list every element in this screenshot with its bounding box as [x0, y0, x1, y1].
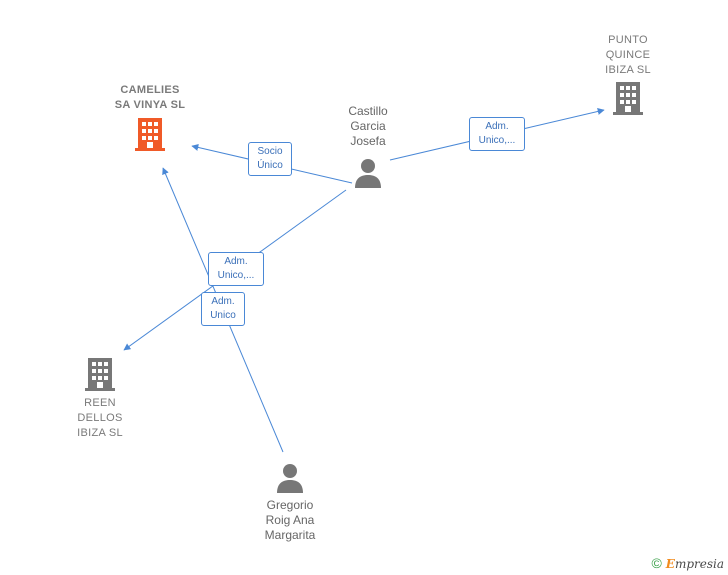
person-node-gregorio[interactable]: Gregorio Roig Ana Margarita: [245, 462, 335, 543]
brand-logo: Empresia: [666, 557, 724, 571]
building-icon: [613, 82, 643, 115]
brand-logo-rest: mpresia: [674, 557, 724, 571]
company-label-reen-dellos: REEN DELLOS IBIZA SL: [77, 397, 123, 439]
edge-label-adm-unico-reen[interactable]: Adm. Unico,...: [208, 252, 264, 286]
person-label-gregorio: Gregorio Roig Ana Margarita: [264, 498, 316, 542]
copyright-symbol: ©: [651, 555, 662, 571]
company-node-punto-quince[interactable]: PUNTO QUINCE IBIZA SL: [588, 33, 668, 116]
edge-label-adm-unico-camelies[interactable]: Adm. Unico: [201, 292, 245, 326]
person-icon: [277, 464, 303, 493]
edge-label-adm-unico-punto[interactable]: Adm. Unico,...: [469, 117, 525, 151]
person-label-castillo: Castillo Garcia Josefa: [348, 104, 388, 148]
building-icon: [85, 358, 115, 391]
company-node-reen-dellos[interactable]: REEN DELLOS IBIZA SL: [60, 356, 140, 441]
brand-logo-e: E: [665, 557, 675, 571]
company-label-punto-quince: PUNTO QUINCE IBIZA SL: [605, 34, 651, 76]
company-node-camelies[interactable]: CAMELIES SA VINYA SL: [100, 83, 200, 152]
footer-brand: ©Empresia: [651, 555, 724, 571]
building-icon: [135, 118, 165, 151]
company-label-camelies: CAMELIES SA VINYA SL: [114, 84, 186, 111]
person-node-castillo[interactable]: Castillo Garcia Josefa: [328, 104, 408, 189]
edge-label-socio-unico[interactable]: Socio Único: [248, 142, 292, 176]
person-icon: [355, 159, 381, 188]
